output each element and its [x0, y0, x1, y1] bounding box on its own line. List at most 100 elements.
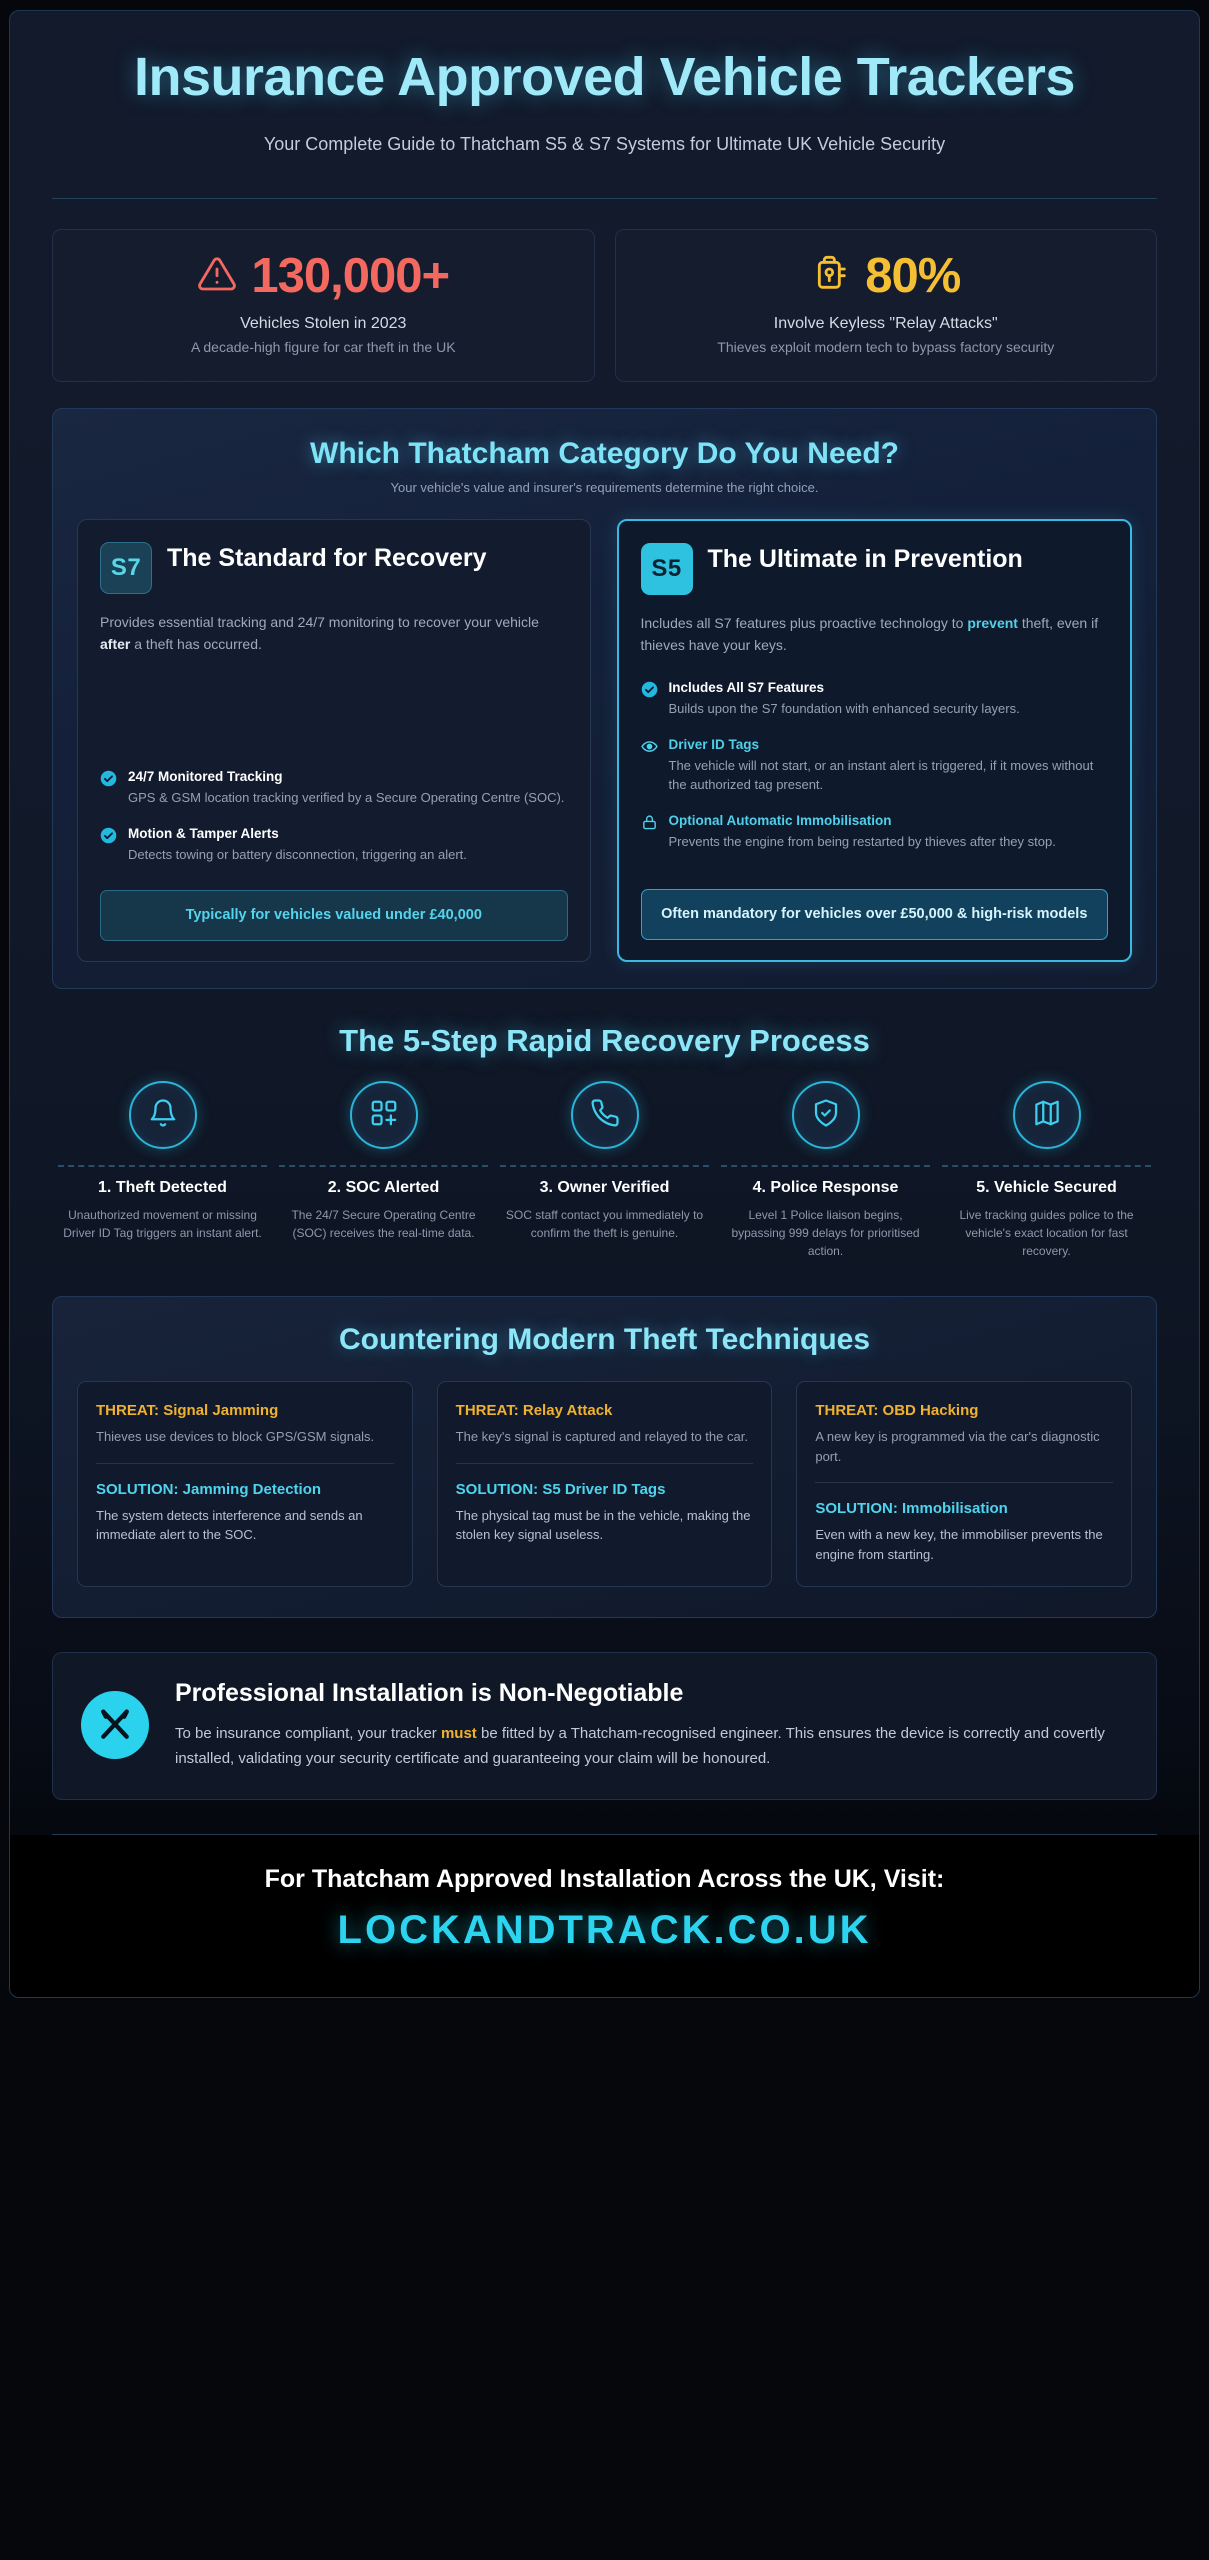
step-connector: [500, 1165, 709, 1168]
flex-spacer: [641, 869, 1109, 881]
card-description: Includes all S7 features plus proactive …: [641, 613, 1109, 656]
step-name: 2. SOC Alerted: [327, 1179, 440, 1197]
feature-desc: Prevents the engine from being restarted…: [668, 834, 1056, 850]
step-circle: [791, 1081, 860, 1150]
threat-card-jamming: THREAT: Signal Jamming Thieves use devic…: [77, 1381, 413, 1588]
step-circle: [570, 1081, 639, 1150]
footer-divider: [52, 1834, 1157, 1836]
category-cards: S7 The Standard for Recovery Provides es…: [77, 519, 1132, 963]
s5-badge: S5: [640, 543, 693, 596]
step-circle: [1012, 1081, 1081, 1150]
page-subtitle: Your Complete Guide to Thatcham S5 & S7 …: [263, 134, 946, 155]
category-panel: Which Thatcham Category Do You Need? You…: [52, 408, 1157, 990]
step-name: 3. Owner Verified: [539, 1179, 670, 1197]
feature-text-block: Driver ID Tags The vehicle will not star…: [669, 736, 1109, 796]
feature-text-block: Includes All S7 Features Builds upon the…: [669, 679, 1020, 719]
feature-name: Optional Automatic Immobilisation: [668, 813, 892, 829]
desc-emphasis: after: [100, 635, 131, 652]
threat-heading: THREAT: Relay Attack: [455, 1402, 613, 1420]
feature-name: Includes All S7 Features: [668, 679, 825, 695]
process-step-3: 3. Owner Verified SOC staff contact you …: [494, 1081, 715, 1260]
process-step-2: 2. SOC Alerted The 24/7 Secure Operating…: [273, 1081, 494, 1260]
feature-text-block: Optional Automatic Immobilisation Preven…: [669, 812, 1056, 852]
grid-add-icon: [369, 1098, 399, 1133]
step-connector: [279, 1165, 488, 1168]
stat-label: Vehicles Stolen in 2023: [240, 314, 407, 332]
key-fob-icon: [811, 254, 851, 299]
threat-body: Thieves use devices to block GPS/GSM sig…: [96, 1429, 375, 1445]
check-circle-icon: [100, 827, 117, 844]
process-section: The 5-Step Rapid Recovery Process 1. The…: [52, 1023, 1157, 1260]
warning-triangle-icon: [197, 254, 237, 299]
feature-item: Motion & Tamper Alerts Detects towing or…: [100, 825, 568, 865]
step-text: The 24/7 Secure Operating Centre (SOC) r…: [291, 1208, 476, 1241]
solution-body: The physical tag must be in the vehicle,…: [455, 1507, 751, 1543]
stat-card-relay: 80% Involve Keyless "Relay Attacks" Thie…: [614, 228, 1157, 383]
feature-item: Includes All S7 Features Builds upon the…: [641, 679, 1109, 719]
solution-heading: SOLUTION: S5 Driver ID Tags: [455, 1480, 666, 1498]
body-part-2: be fitted by a Thatcham-recognised engin…: [175, 1725, 1105, 1767]
card-divider: [815, 1482, 1114, 1484]
solution-body: Even with a new key, the immobiliser pre…: [815, 1527, 1103, 1562]
desc-emphasis: prevent: [967, 615, 1018, 632]
threat-body: A new key is programmed via the car's di…: [815, 1429, 1100, 1464]
threat-heading: THREAT: Signal Jamming: [96, 1402, 279, 1420]
card-description: Provides essential tracking and 24/7 mon…: [100, 612, 568, 655]
step-circle: [349, 1081, 418, 1150]
step-text: Live tracking guides police to the vehic…: [959, 1208, 1134, 1259]
desc-part-1: Provides essential tracking and 24/7 mon…: [100, 614, 539, 631]
desc-part-2: theft, even if thieves have your keys.: [640, 615, 1099, 653]
feature-desc: The vehicle will not start, or an instan…: [668, 757, 1094, 793]
feature-desc: GPS & GSM location tracking verified by …: [128, 790, 565, 806]
stat-card-thefts: 130,000+ Vehicles Stolen in 2023 A decad…: [52, 228, 595, 383]
installation-body: To be insurance compliant, your tracker …: [175, 1722, 1128, 1771]
category-card-s7[interactable]: S7 The Standard for Recovery Provides es…: [77, 519, 591, 963]
stat-headline: 80%: [636, 251, 1137, 301]
s5-price-pill: Often mandatory for vehicles over £50,00…: [640, 889, 1108, 941]
feature-item: 24/7 Monitored Tracking GPS & GSM locati…: [100, 768, 568, 808]
solution-heading: SOLUTION: Jamming Detection: [96, 1480, 322, 1498]
s7-price-pill: Typically for vehicles valued under £40,…: [100, 890, 568, 942]
header-divider: [52, 197, 1157, 199]
solution-heading: SOLUTION: Immobilisation: [815, 1500, 1008, 1518]
stat-value: 130,000+: [251, 248, 450, 303]
footer-cta: For Thatcham Approved Installation Acros…: [264, 1865, 945, 1894]
card-divider: [455, 1462, 754, 1464]
step-circle: [128, 1081, 197, 1150]
threat-card-relay: THREAT: Relay Attack The key's signal is…: [436, 1381, 773, 1588]
feature-text-block: Motion & Tamper Alerts Detects towing or…: [128, 825, 467, 865]
feature-text-block: 24/7 Monitored Tracking GPS & GSM locati…: [128, 768, 564, 808]
process-title: The 5-Step Rapid Recovery Process: [339, 1023, 870, 1059]
footer-url[interactable]: LOCKANDTRACK.CO.UK: [337, 1908, 872, 1953]
tools-cross-icon: [81, 1691, 149, 1760]
stats-row: 130,000+ Vehicles Stolen in 2023 A decad…: [52, 228, 1157, 383]
feature-name: Motion & Tamper Alerts: [128, 826, 279, 842]
eye-icon: [640, 738, 658, 755]
desc-part-1: Includes all S7 features plus proactive …: [640, 615, 968, 632]
flex-spacer: [100, 656, 568, 747]
card-title: The Standard for Recovery: [167, 544, 487, 573]
s7-badge: S7: [100, 542, 152, 595]
threat-card-obd: THREAT: OBD Hacking A new key is program…: [796, 1381, 1133, 1588]
threat-heading: THREAT: OBD Hacking: [815, 1402, 979, 1420]
step-connector: [942, 1165, 1151, 1168]
feature-desc: Detects towing or battery disconnection,…: [128, 847, 467, 863]
stat-note: A decade-high figure for car theft in th…: [190, 338, 456, 355]
category-subtitle: Your vehicle's value and insurer's requi…: [390, 480, 819, 496]
process-step-5: 5. Vehicle Secured Live tracking guides …: [936, 1081, 1157, 1260]
installation-callout: Professional Installation is Non-Negotia…: [52, 1652, 1157, 1801]
footer: For Thatcham Approved Installation Acros…: [10, 1835, 1199, 1998]
body-emphasis: must: [440, 1725, 477, 1743]
category-card-s5[interactable]: S5 The Ultimate in Prevention Includes a…: [616, 519, 1132, 963]
step-connector: [721, 1165, 930, 1168]
step-connector: [58, 1165, 267, 1168]
process-steps: 1. Theft Detected Unauthorized movement …: [52, 1081, 1157, 1260]
feature-list: 24/7 Monitored Tracking GPS & GSM locati…: [100, 768, 568, 882]
category-title: Which Thatcham Category Do You Need?: [310, 437, 899, 471]
feature-name: Driver ID Tags: [668, 736, 760, 752]
feature-list: Includes All S7 Features Builds upon the…: [640, 679, 1109, 870]
card-header: S5 The Ultimate in Prevention: [640, 543, 1109, 596]
threats-title: Countering Modern Theft Techniques: [338, 1323, 871, 1357]
check-circle-icon: [100, 770, 117, 787]
shield-check-icon: [811, 1098, 841, 1133]
